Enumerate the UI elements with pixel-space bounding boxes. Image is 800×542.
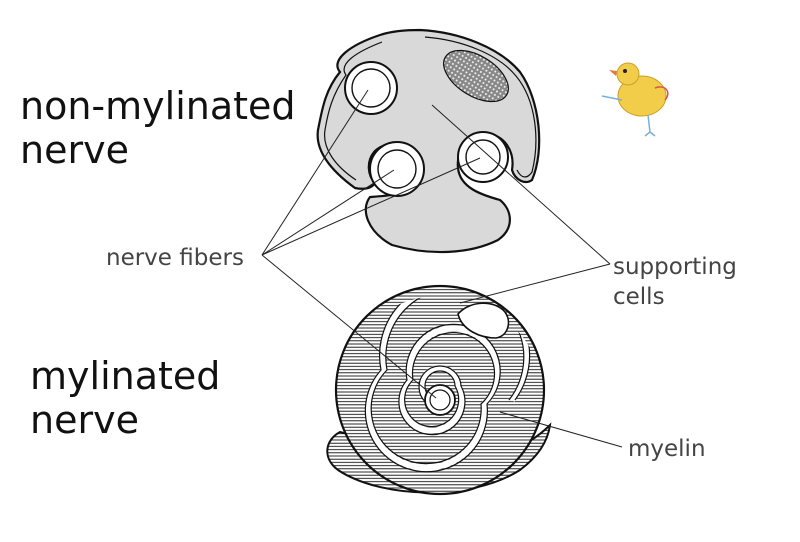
leader-lines xyxy=(261,89,623,448)
nerve-fiber-2 xyxy=(369,141,425,197)
non-myelinated-nerve-cross-section xyxy=(316,28,541,254)
label-supporting-line1: supporting xyxy=(613,254,737,280)
leader-myelin xyxy=(499,411,623,448)
label-myelin: myelin xyxy=(628,436,706,462)
nerve-fiber-1 xyxy=(344,61,398,115)
leader-fiber-myelinated xyxy=(261,254,437,399)
leader-supporting-upper xyxy=(431,104,611,265)
chick-doodle-icon xyxy=(601,62,669,137)
myelinated-axon xyxy=(424,384,456,416)
label-nerve-fibers: nerve fibers xyxy=(106,245,244,271)
supporting-cell-inner-membrane-right xyxy=(424,36,537,178)
label-mylinated-line1: mylinated xyxy=(30,354,221,398)
myelinated-nerve-cross-section xyxy=(326,284,552,496)
nerve-fiber-3 xyxy=(457,131,509,183)
supporting-cell-body xyxy=(316,28,541,254)
label-mylinated: mylinated nerve xyxy=(30,354,220,442)
label-supporting-line2: cells xyxy=(613,284,665,310)
leader-fiber-3 xyxy=(261,157,481,256)
label-non-mylinated: non-mylinated nerve xyxy=(20,84,296,172)
myelin-cell-pocket xyxy=(457,302,510,339)
label-mylinated-line2: nerve xyxy=(30,398,139,442)
leader-supporting-lower xyxy=(459,263,611,304)
label-supporting-cells: supporting cells xyxy=(613,252,737,312)
cell-nucleus xyxy=(443,49,509,103)
supporting-cell-inner-membrane xyxy=(323,41,383,181)
label-non-mylinated-line1: non-mylinated xyxy=(20,84,296,128)
leader-fiber-1 xyxy=(261,89,369,256)
leader-fiber-2 xyxy=(261,169,395,256)
label-non-mylinated-line2: nerve xyxy=(20,128,129,172)
